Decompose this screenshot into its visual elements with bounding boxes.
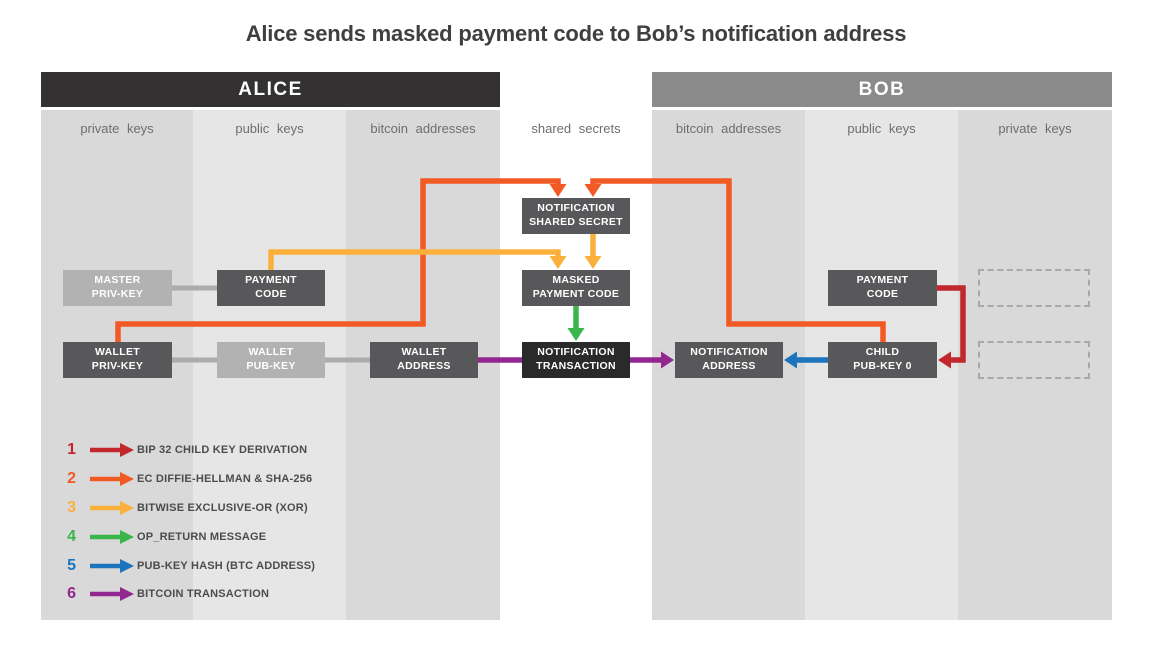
legend-label-bip32: BIP 32 CHILD KEY DERIVATION <box>137 444 308 456</box>
bob-hidden-priv-key-box-1 <box>978 269 1090 307</box>
bob-bitcoin-addresses-label: bitcoin addresses <box>675 120 782 136</box>
legend-label-btctx: BITCOIN TRANSACTION <box>137 588 270 600</box>
master-priv-key-box: MASTER PRIV-KEY <box>63 270 172 306</box>
legend-number-1: 1 <box>67 441 76 458</box>
child-pub-key-0-box: CHILD PUB-KEY 0 <box>828 342 937 378</box>
diagram-title: Alice sends masked payment code to Bob’s… <box>245 21 907 46</box>
shared-secrets-label: shared secrets <box>531 120 621 136</box>
alice-header-bar: ALICE <box>41 72 500 107</box>
notification-address-box: NOTIFICATION ADDRESS <box>675 342 783 378</box>
alice-public-keys-label: public keys <box>235 120 304 136</box>
bob-header-bar: BOB <box>652 72 1112 107</box>
wallet-priv-key-box: WALLET PRIV-KEY <box>63 342 172 378</box>
legend-number-3: 3 <box>67 499 76 516</box>
legend-number-2: 2 <box>67 470 76 487</box>
masked-payment-code-box: MASKED PAYMENT CODE <box>522 270 630 306</box>
arrow-ecdh-bob-head <box>584 184 602 197</box>
arrow-xor-paymentcode-head <box>549 256 567 269</box>
legend-label-xor: BITWISE EXCLUSIVE-OR (XOR) <box>137 502 308 514</box>
arrow-ecdh-alice-head <box>549 184 567 197</box>
alice-bitcoin-addresses-label: bitcoin addresses <box>370 120 476 136</box>
bob-hidden-priv-key-box-2 <box>978 341 1090 379</box>
legend-label-opreturn: OP_RETURN MESSAGE <box>137 531 267 543</box>
legend-number-6: 6 <box>67 585 76 602</box>
bob-private-keys-column <box>958 110 1112 620</box>
alice-private-keys-label: private keys <box>80 120 154 136</box>
wallet-address-box: WALLET ADDRESS <box>370 342 478 378</box>
payment-code-alice-box: PAYMENT CODE <box>217 270 325 306</box>
alice-header-label: ALICE <box>238 78 303 100</box>
legend-label-ecdh: EC DIFFIE-HELLMAN & SHA-256 <box>137 473 313 485</box>
arrow-opreturn-head <box>567 328 585 341</box>
notification-transaction-box: NOTIFICATION TRANSACTION <box>522 342 630 378</box>
bob-public-keys-label: public keys <box>847 120 916 136</box>
legend-label-pubkeyhash: PUB-KEY HASH (BTC ADDRESS) <box>137 560 316 572</box>
notification-shared-secret-box: NOTIFICATION SHARED SECRET <box>522 198 630 234</box>
bob-header-label: BOB <box>858 78 906 100</box>
legend-number-5: 5 <box>67 557 76 574</box>
wallet-pub-key-box: WALLET PUB-KEY <box>217 342 325 378</box>
legend-number-4: 4 <box>67 528 76 545</box>
bob-private-keys-label: private keys <box>998 120 1072 136</box>
arrow-xor-sharedsecret-head <box>584 256 602 269</box>
payment-code-bob-box: PAYMENT CODE <box>828 270 937 306</box>
